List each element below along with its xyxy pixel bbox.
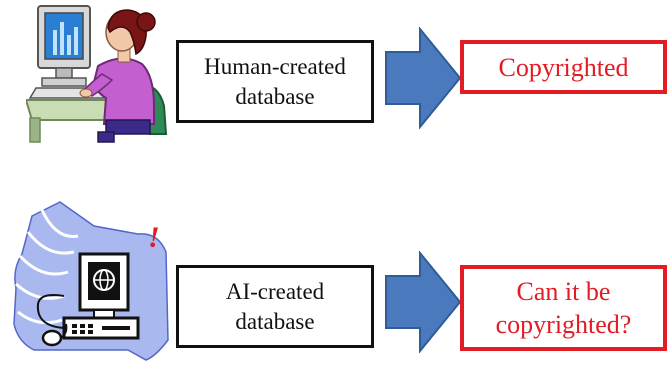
person-at-computer-icon bbox=[26, 5, 168, 143]
process-line-2: database bbox=[235, 308, 315, 334]
human-created-database-box: Human-created database bbox=[176, 40, 374, 123]
copyrighted-label: Copyrighted bbox=[499, 51, 629, 84]
process-line-1: Human-created bbox=[204, 53, 346, 79]
arrow-right-icon bbox=[385, 251, 462, 353]
can-it-be-copyrighted-label: Can it be copyrighted? bbox=[496, 275, 632, 341]
ai-created-database-box: AI-created database bbox=[176, 265, 374, 348]
process-line-1: AI-created bbox=[225, 278, 325, 304]
arrow-right-icon bbox=[385, 27, 462, 129]
ai-created-database-label: AI-created database bbox=[226, 277, 324, 337]
result-line-1: Copyrighted bbox=[498, 52, 629, 82]
ai-computer-icon bbox=[13, 201, 169, 361]
human-created-database-label: Human-created database bbox=[204, 52, 346, 112]
copyrighted-result-box: Copyrighted bbox=[460, 40, 667, 94]
can-it-be-copyrighted-result-box: Can it be copyrighted? bbox=[460, 265, 667, 351]
result-line-1: Can it be bbox=[516, 277, 611, 306]
alert-exclamation-icon: ! bbox=[148, 221, 160, 254]
result-line-2: copyrighted? bbox=[495, 310, 632, 339]
process-line-2: database bbox=[235, 83, 315, 109]
